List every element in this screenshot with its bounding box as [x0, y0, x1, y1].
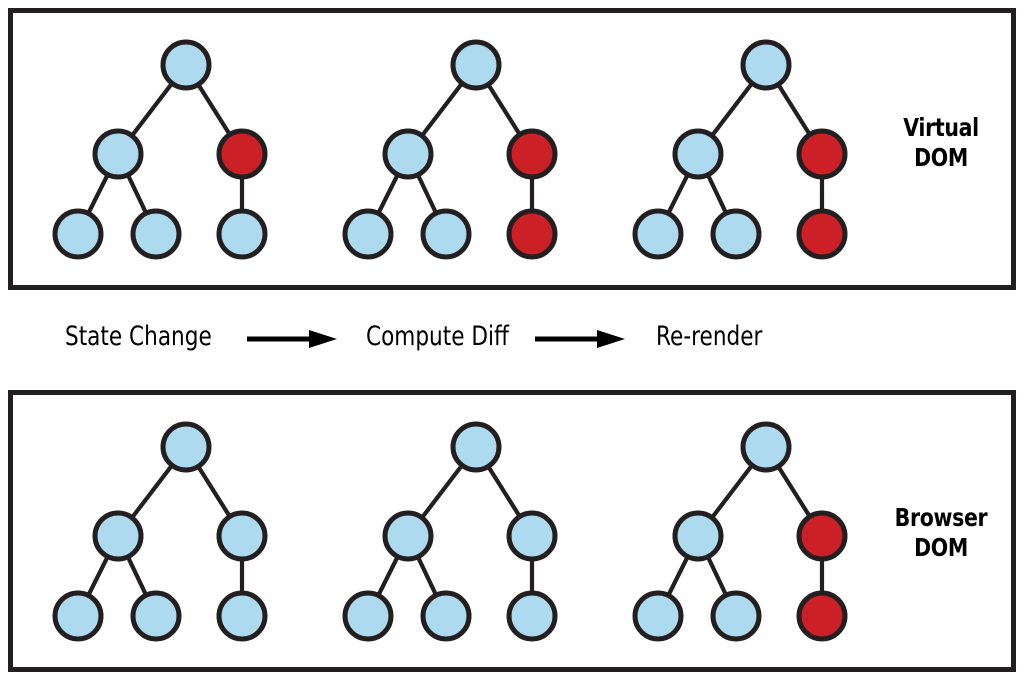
tree-node-leaf_b	[710, 590, 762, 642]
tree-node-left	[382, 128, 434, 180]
tree-node-leaf_b	[420, 208, 472, 260]
tree-node-left	[382, 510, 434, 562]
tree-node-leaf_a	[342, 590, 394, 642]
browser-dom-panel	[8, 390, 1016, 672]
tree-node-leaf_c-changed	[506, 208, 558, 260]
tree-node-leaf_a	[342, 208, 394, 260]
tree-node-right-changed	[216, 128, 268, 180]
tree-node-root	[160, 421, 212, 473]
browser-dom-tree-2	[342, 421, 558, 642]
virtual-dom-tree-group	[52, 39, 848, 260]
virtual-dom-tree-3	[632, 39, 848, 260]
flow-step-re-render: Re-render	[656, 321, 763, 352]
tree-node-leaf_b	[420, 590, 472, 642]
virtual-dom-panel	[8, 8, 1016, 290]
tree-node-left	[672, 510, 724, 562]
tree-node-right-changed	[796, 128, 848, 180]
browser-dom-label: Browser DOM	[888, 503, 995, 563]
tree-node-leaf_a	[52, 208, 104, 260]
tree-node-leaf_c	[216, 590, 268, 642]
virtual-dom-label-line-1: Virtual	[903, 113, 979, 142]
tree-node-leaf_b	[710, 208, 762, 260]
virtual-dom-tree-1	[52, 39, 268, 260]
tree-node-root	[160, 39, 212, 91]
arrow-state-to-diff-icon	[247, 330, 337, 348]
tree-node-right	[216, 510, 268, 562]
tree-node-leaf_a	[52, 590, 104, 642]
tree-node-leaf_c	[506, 590, 558, 642]
arrow-diff-to-rerender-icon	[535, 330, 625, 348]
tree-node-leaf_c-changed	[796, 208, 848, 260]
tree-node-root	[450, 421, 502, 473]
tree-node-root	[740, 39, 792, 91]
tree-node-left	[672, 128, 724, 180]
tree-node-leaf_c	[216, 208, 268, 260]
tree-node-leaf_b	[130, 208, 182, 260]
tree-node-leaf_c-changed	[796, 590, 848, 642]
browser-dom-label-line-1: Browser	[894, 503, 988, 532]
flow-step-compute-diff: Compute Diff	[366, 321, 509, 352]
tree-node-right-changed	[796, 510, 848, 562]
browser-dom-label-line-2: DOM	[914, 533, 968, 562]
browser-dom-tree-1	[52, 421, 268, 642]
tree-node-leaf_a	[632, 590, 684, 642]
tree-node-left	[92, 510, 144, 562]
virtual-dom-tree-2	[342, 39, 558, 260]
browser-dom-tree-3	[632, 421, 848, 642]
browser-dom-tree-group	[52, 421, 848, 642]
tree-node-root	[450, 39, 502, 91]
flow-band: State Change Compute Diff Re-render	[8, 296, 1016, 384]
tree-node-left	[92, 128, 144, 180]
virtual-dom-label: Virtual DOM	[888, 113, 995, 173]
tree-node-root	[740, 421, 792, 473]
tree-node-right-changed	[506, 128, 558, 180]
flow-step-state-change: State Change	[65, 321, 212, 352]
virtual-dom-label-line-2: DOM	[914, 143, 968, 172]
tree-node-leaf_a	[632, 208, 684, 260]
tree-node-leaf_b	[130, 590, 182, 642]
tree-node-right	[506, 510, 558, 562]
